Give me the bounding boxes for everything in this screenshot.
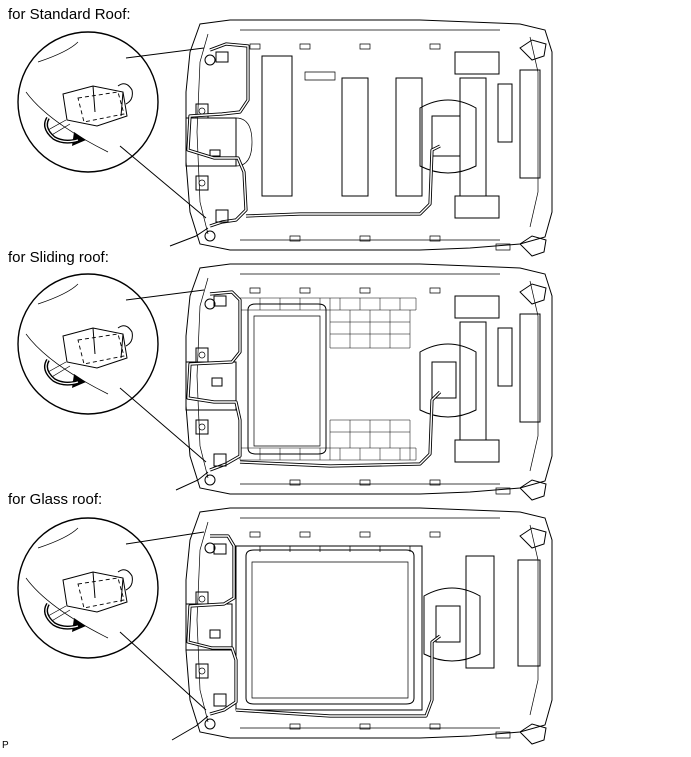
caption-glass-roof: for Glass roof: xyxy=(8,491,103,508)
diagram-standard-roof xyxy=(16,19,553,257)
figure-code: P xyxy=(2,740,9,751)
diagram-sliding-roof xyxy=(16,263,553,501)
caption-sliding-roof: for Sliding roof: xyxy=(8,249,109,266)
diagram-glass-roof xyxy=(16,507,553,745)
caption-standard-roof: for Standard Roof: xyxy=(8,6,131,23)
